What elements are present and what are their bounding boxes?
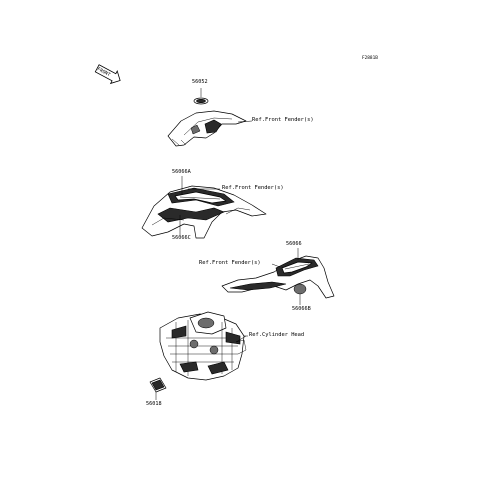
fender-decal-left: [141, 185, 267, 239]
reference-label: Ref.Cylinder Head: [249, 332, 305, 338]
front-arrow-icon: [94, 64, 121, 85]
fender-decal-right: [221, 255, 335, 299]
front-fender-small: [167, 110, 247, 147]
part-number: 56066A: [172, 169, 191, 175]
part-number: 56018: [146, 401, 162, 407]
cylinder-head: [159, 311, 247, 381]
part-number: 56066: [286, 241, 302, 247]
label-plate-56018: [149, 377, 167, 393]
emblem-56052: [193, 97, 209, 105]
reference-label: Ref.Front Fender(s): [222, 185, 284, 191]
reference-label: Ref.Front Fender(s): [199, 260, 261, 266]
part-number: 56052: [192, 79, 208, 85]
part-number: 56066C: [172, 235, 191, 241]
part-number: 56066B: [292, 306, 311, 312]
reference-label: Ref.Front Fender(s): [252, 117, 314, 123]
figure-id: F2881B: [362, 56, 378, 61]
